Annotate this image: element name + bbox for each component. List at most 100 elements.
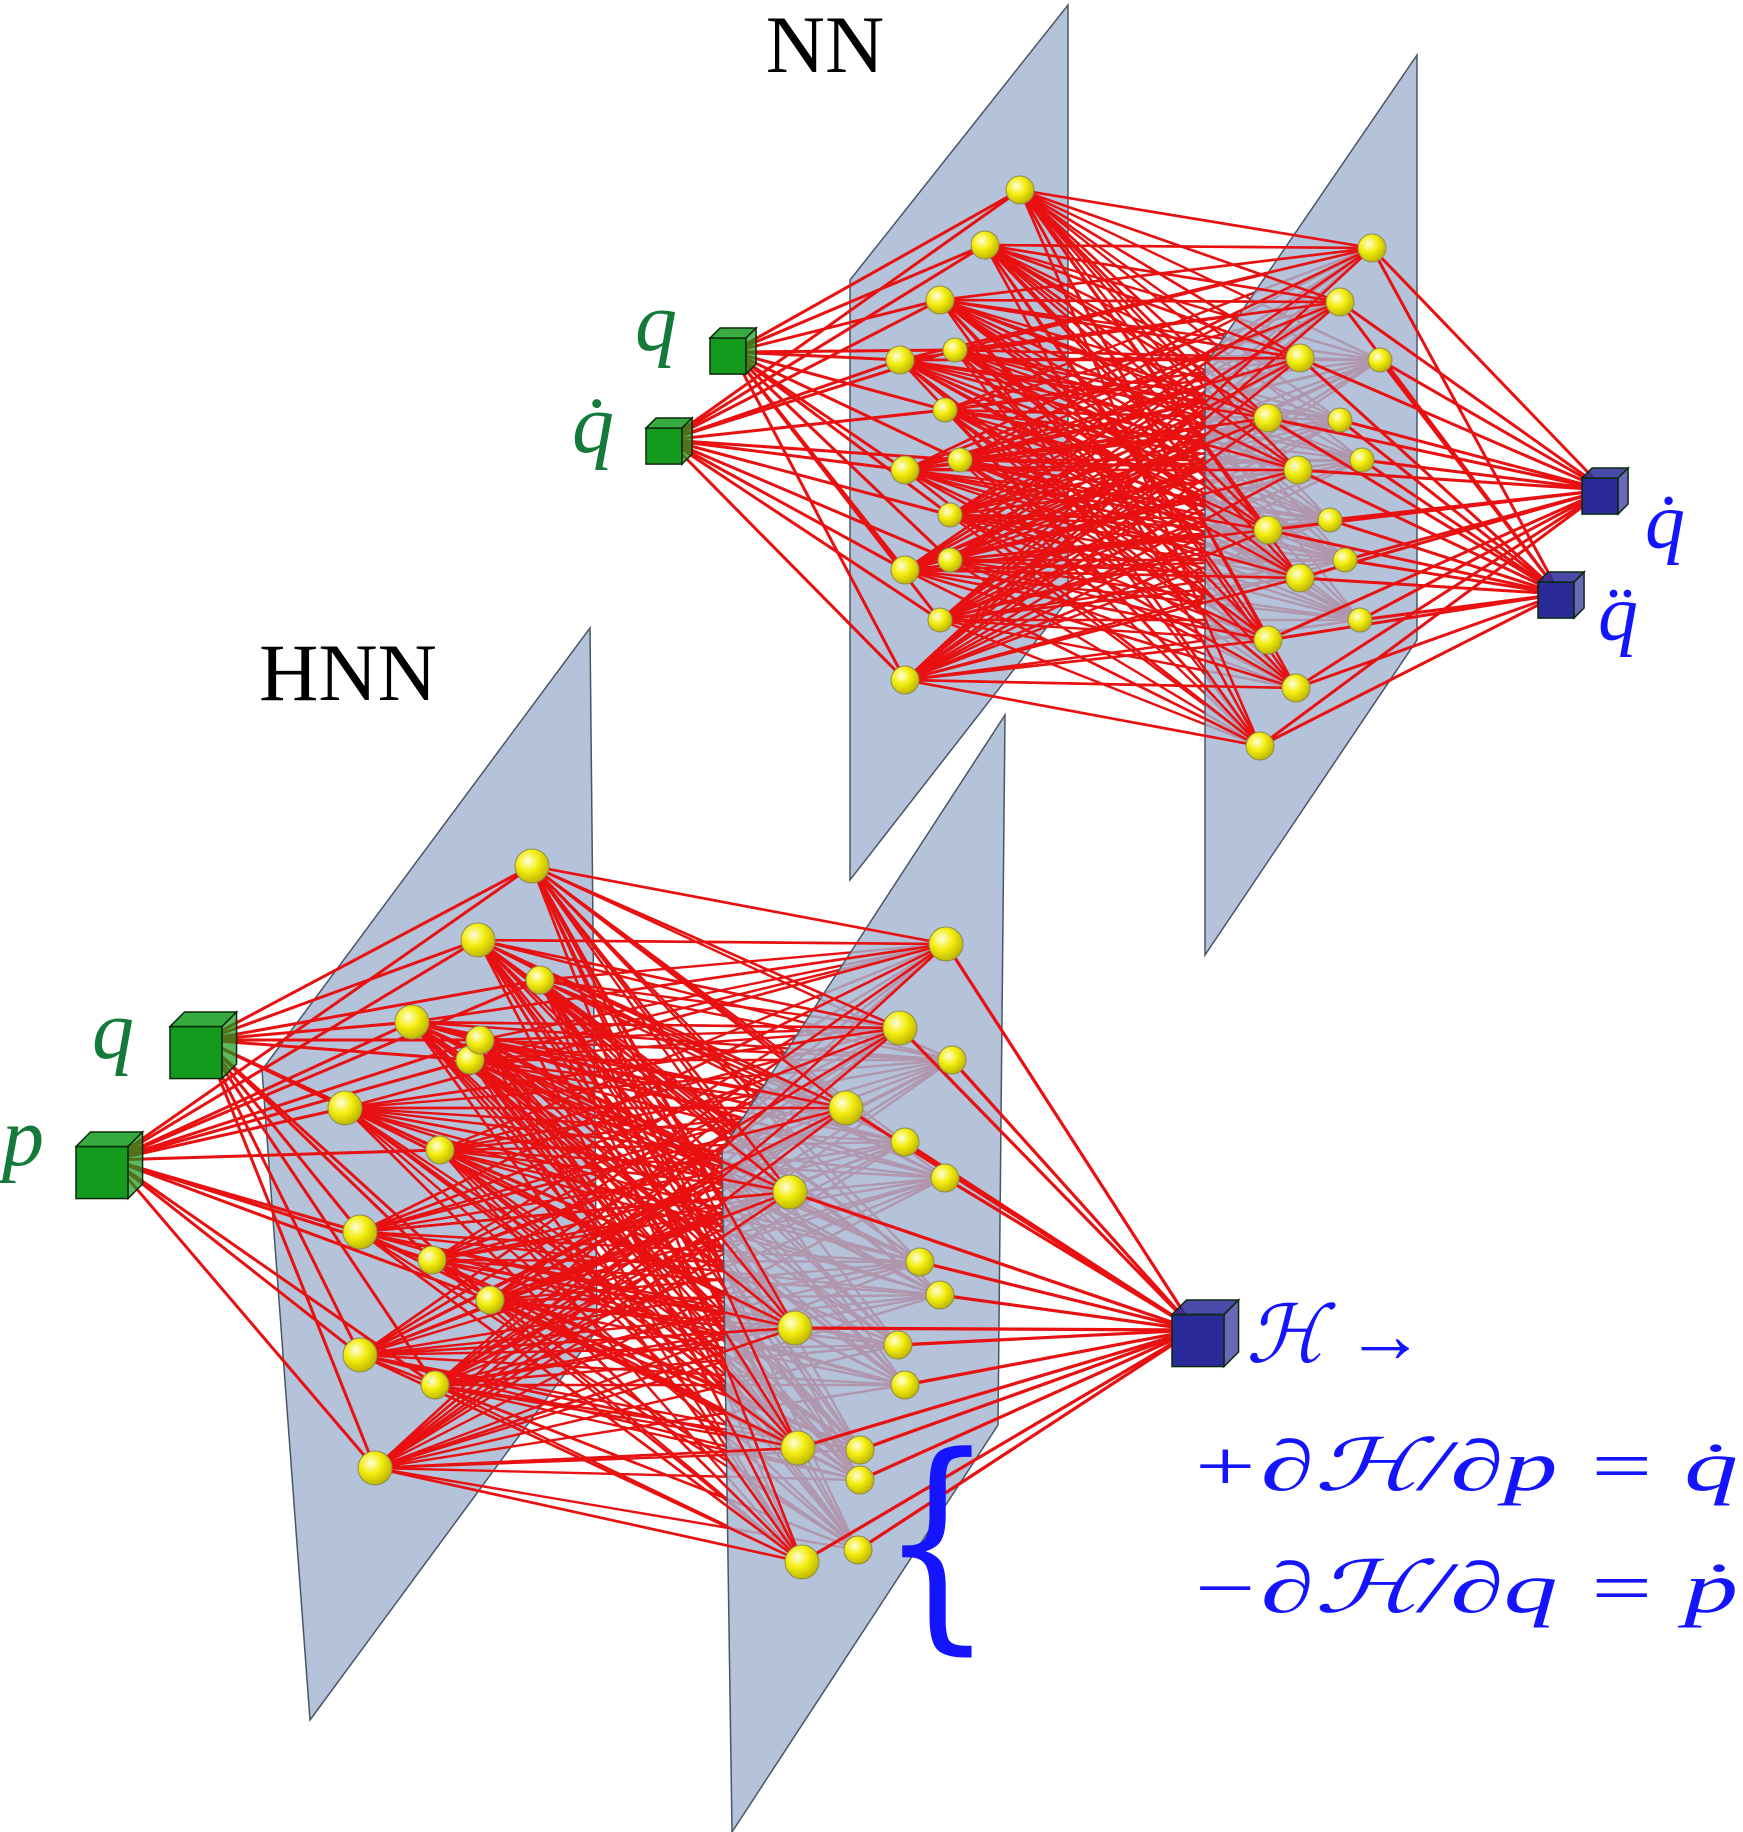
nn-connection bbox=[903, 528, 1270, 682]
nn-neuron bbox=[1325, 287, 1355, 317]
hnn-connection bbox=[110, 1158, 492, 1302]
hnn-connection bbox=[903, 1328, 1197, 1387]
nn-neuron bbox=[1317, 507, 1343, 533]
hnn-connection bbox=[530, 864, 797, 1330]
nn-connection bbox=[1266, 528, 1562, 596]
hnn-neuron bbox=[327, 1090, 363, 1126]
hnn-connection bbox=[110, 1158, 377, 1470]
nn-network bbox=[644, 2, 1630, 958]
nn-connection bbox=[903, 468, 1298, 690]
nn-neurons bbox=[885, 175, 1393, 761]
nn-connection bbox=[666, 298, 942, 442]
nn-connection bbox=[1258, 592, 1562, 748]
hnn-connection bbox=[358, 1026, 902, 1234]
nn-connection bbox=[903, 246, 1374, 682]
hnn-neuron bbox=[882, 1010, 918, 1046]
hnn-network bbox=[74, 625, 1241, 1832]
nn-connection bbox=[730, 350, 952, 562]
hnn-neuron bbox=[905, 1247, 935, 1277]
hnn-connection bbox=[202, 938, 480, 1042]
nn-connection bbox=[666, 438, 942, 622]
hnn-connection bbox=[373, 1026, 902, 1470]
hnn-neuron bbox=[417, 1245, 447, 1275]
nn-neuron bbox=[1367, 347, 1393, 373]
hnn-connection bbox=[950, 1058, 1197, 1332]
nn-connection bbox=[1343, 488, 1607, 562]
hnn-connection bbox=[530, 864, 792, 1194]
hnn-connection bbox=[373, 1326, 797, 1470]
nn-connection bbox=[730, 350, 907, 472]
nn-connection bbox=[1298, 576, 1562, 596]
hnn-connection bbox=[530, 864, 804, 1564]
nn-connection bbox=[903, 300, 1342, 682]
nn-connection bbox=[1294, 592, 1562, 690]
hnn-connection bbox=[938, 1293, 1197, 1332]
nn-neuron bbox=[927, 607, 953, 633]
nn-connection bbox=[666, 408, 947, 442]
hnn-neuron bbox=[525, 965, 555, 995]
nn-neuron bbox=[890, 455, 920, 485]
nn-neuron bbox=[890, 665, 920, 695]
nn-connection bbox=[1018, 188, 1302, 580]
hnn-connection bbox=[410, 942, 948, 1024]
nn-connection bbox=[938, 298, 1300, 472]
nn-neuron bbox=[1253, 515, 1283, 545]
hnn-input-label-q: q bbox=[92, 984, 134, 1077]
nn-input-node bbox=[708, 326, 758, 376]
hnn-connection bbox=[918, 1260, 1197, 1332]
nn-connection bbox=[666, 438, 907, 472]
hnn-connection bbox=[202, 1038, 362, 1357]
nn-connection bbox=[1378, 358, 1562, 596]
nn-connection bbox=[938, 298, 1302, 360]
hnn-input-label-p: p bbox=[0, 1091, 44, 1184]
nn-connection bbox=[1296, 468, 1562, 596]
hnn-connection bbox=[110, 1158, 362, 1357]
nn-connection bbox=[898, 246, 1374, 362]
equation-dqdt: +∂ℋ/∂p = q̇ bbox=[1188, 1426, 1738, 1506]
nn-neuron bbox=[885, 345, 915, 375]
hnn-neuron bbox=[890, 1127, 920, 1157]
hnn-connection bbox=[944, 942, 1197, 1332]
nn-neuron bbox=[925, 285, 955, 315]
hnn-connection bbox=[110, 1020, 414, 1162]
hnn-connection bbox=[796, 1328, 1197, 1450]
nn-connection bbox=[666, 188, 1022, 442]
nn-connection bbox=[903, 568, 1262, 748]
nn-connection bbox=[903, 468, 1270, 642]
hnn-input-node bbox=[74, 1130, 145, 1201]
hnn-connection bbox=[943, 1176, 1197, 1332]
hnn-connection bbox=[373, 1466, 804, 1564]
nn-neuron bbox=[1285, 563, 1315, 593]
nn-connection bbox=[1328, 488, 1607, 522]
nn-hidden-layer-2-plane bbox=[1204, 52, 1418, 958]
hnn-neuron bbox=[394, 1004, 430, 1040]
hnn-title: HNN bbox=[259, 627, 437, 718]
hnn-neuron bbox=[342, 1337, 378, 1373]
nn-output-label-qdot: q̇ bbox=[1645, 478, 1685, 566]
hnn-connection bbox=[358, 1106, 848, 1234]
hnn-connection bbox=[110, 1058, 472, 1162]
nn-connection bbox=[666, 438, 952, 517]
nn-connection bbox=[1296, 468, 1607, 492]
hnn-neuron bbox=[780, 1430, 816, 1466]
nn-connection bbox=[1298, 356, 1607, 492]
hnn-connection bbox=[110, 1106, 347, 1162]
nn-connection bbox=[730, 350, 962, 462]
nn-connection bbox=[903, 246, 1374, 572]
nn-connection bbox=[1360, 458, 1607, 492]
hnn-connection bbox=[530, 864, 800, 1450]
nn-title: NN bbox=[766, 0, 884, 90]
nn-connection bbox=[1266, 488, 1607, 642]
hnn-neuron bbox=[777, 1310, 813, 1346]
hnn-connection bbox=[202, 1038, 377, 1470]
hnn-connection bbox=[358, 1230, 804, 1564]
nn-connection bbox=[938, 298, 1342, 304]
nn-neuron bbox=[1327, 407, 1353, 433]
nn-connection bbox=[938, 246, 1374, 302]
hnn-connections-front bbox=[343, 864, 1197, 1564]
hnn-output-node bbox=[1170, 1298, 1241, 1369]
nn-connection bbox=[903, 300, 1342, 572]
nn-connection bbox=[898, 356, 1302, 362]
nn-connection bbox=[666, 438, 952, 562]
hnn-connection bbox=[858, 1328, 1197, 1482]
